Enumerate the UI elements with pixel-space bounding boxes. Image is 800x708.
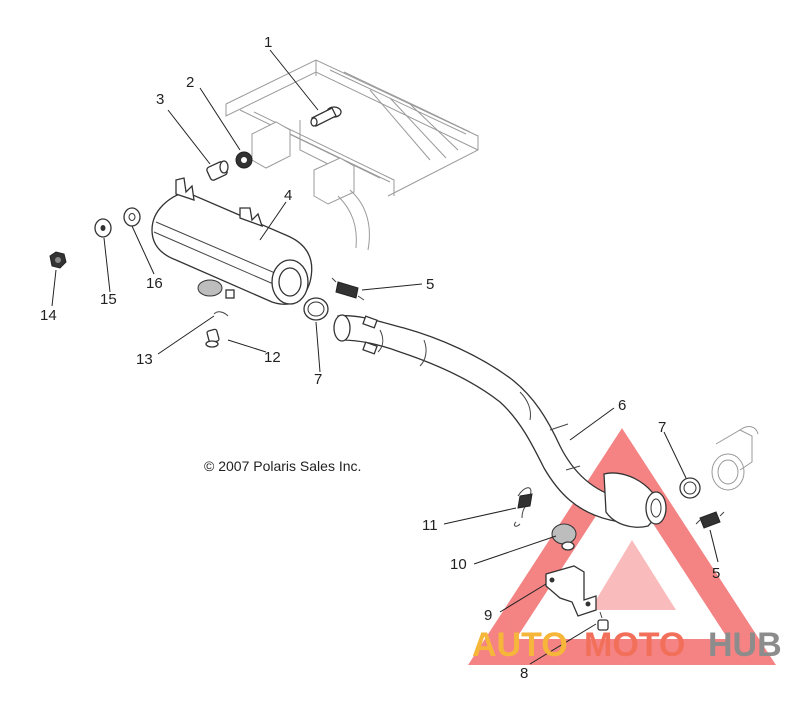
callout-11: 11 xyxy=(422,517,438,534)
callout-6: 6 xyxy=(618,397,626,414)
callout-5-bottom: 5 xyxy=(712,565,720,582)
bracket-9-part xyxy=(545,565,597,617)
watermark-hub: HUB xyxy=(708,626,782,664)
spring-5-top-part xyxy=(331,277,365,301)
exhaust-pipe-part xyxy=(333,314,667,528)
callout-3: 3 xyxy=(156,91,164,108)
watermark-logo xyxy=(468,428,776,665)
gasket-7-left-part xyxy=(303,297,329,321)
watermark-text: AUTO MOTO HUB xyxy=(472,626,782,664)
callout-9: 9 xyxy=(484,607,492,624)
callout-2: 2 xyxy=(186,74,194,91)
clip-13-part xyxy=(213,311,229,317)
washer-15-part xyxy=(94,218,112,238)
callout-15: 15 xyxy=(100,291,117,308)
head-flange-part xyxy=(711,426,759,491)
spring-11-part xyxy=(513,487,533,527)
spring-5-bottom-part xyxy=(695,511,725,529)
sleeve-part xyxy=(206,160,229,181)
watermark-triangle xyxy=(468,428,776,665)
callout-5-top: 5 xyxy=(426,276,434,293)
leader-lines xyxy=(51,49,719,665)
callout-8: 8 xyxy=(520,665,528,682)
frame-section xyxy=(225,59,479,251)
bushing-part xyxy=(235,151,253,169)
callout-4: 4 xyxy=(284,187,292,204)
callout-13: 13 xyxy=(136,351,153,368)
washer-16-part xyxy=(123,207,141,227)
bolt-8-part xyxy=(597,611,609,631)
pin-12-part xyxy=(205,328,220,348)
copyright-text: © 2007 Polaris Sales Inc. xyxy=(204,458,361,474)
callout-14: 14 xyxy=(40,307,57,324)
watermark-triangle-inner xyxy=(590,540,676,610)
callout-7-left: 7 xyxy=(314,371,322,388)
watermark-auto: AUTO xyxy=(472,626,568,664)
bolt-part xyxy=(310,106,342,127)
callout-1: 1 xyxy=(264,34,272,51)
callout-10: 10 xyxy=(450,556,467,573)
watermark-moto: MOTO xyxy=(584,626,685,664)
grommet-10-part xyxy=(551,523,577,551)
nut-14-part xyxy=(49,251,67,269)
muffler-part xyxy=(151,177,313,305)
callout-7-right: 7 xyxy=(658,419,666,436)
callout-16: 16 xyxy=(146,275,163,292)
callout-12: 12 xyxy=(264,349,281,366)
gasket-7-right-part xyxy=(679,477,701,499)
